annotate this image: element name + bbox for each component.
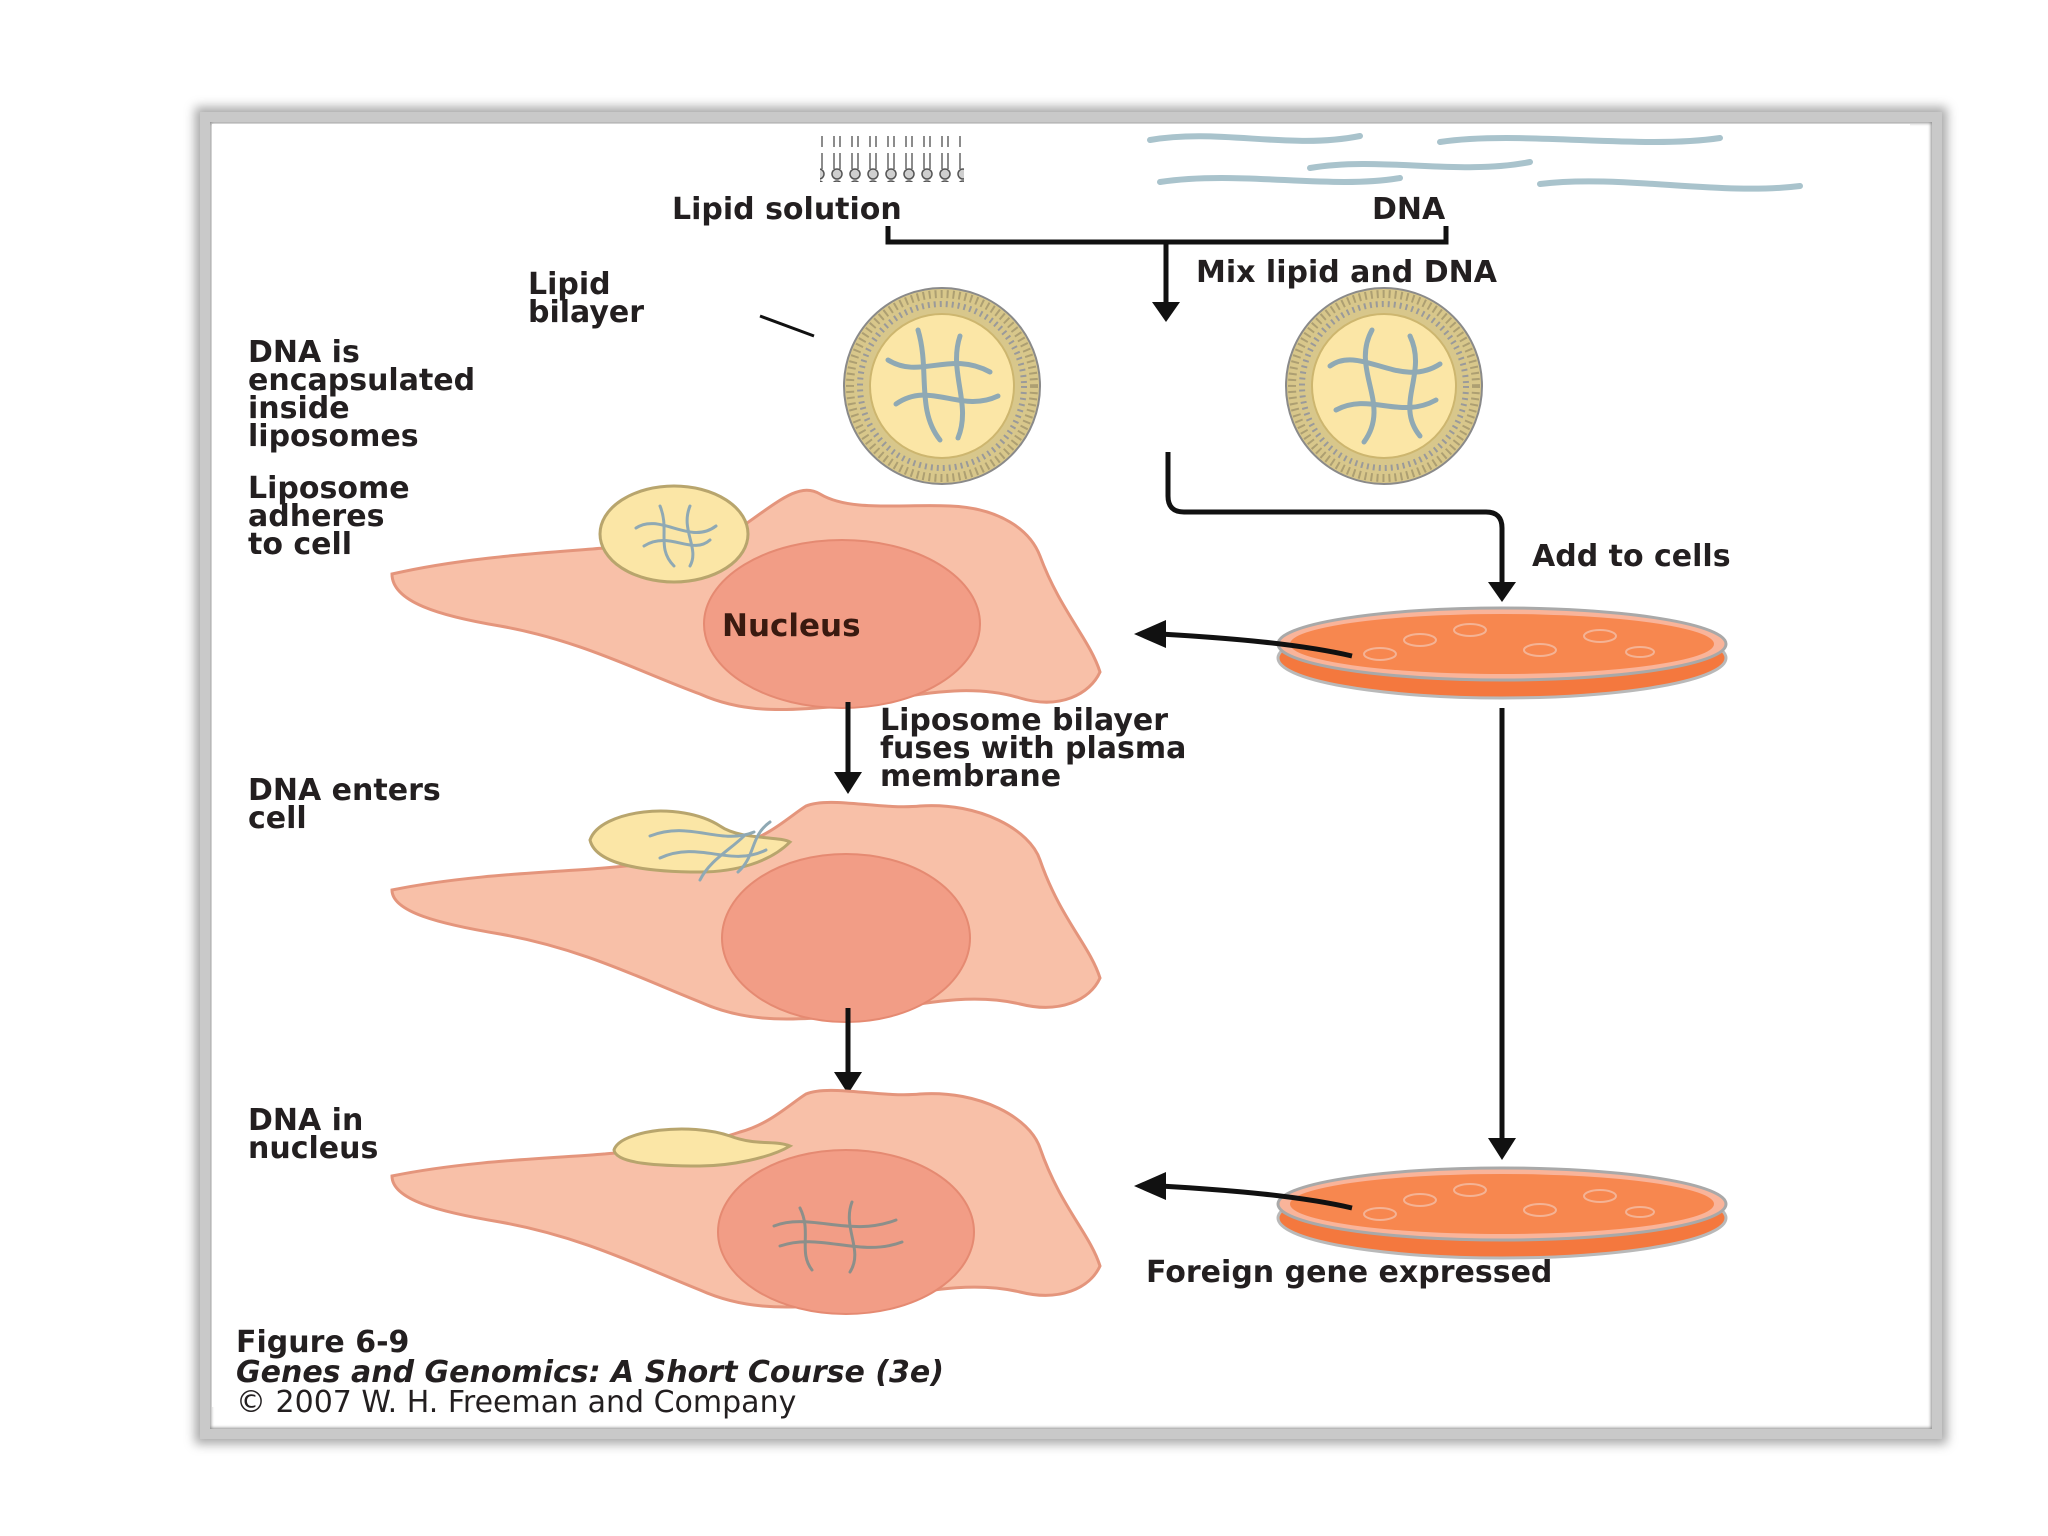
nuclear-dna-icon <box>772 1200 904 1274</box>
cell-1: Nucleus <box>390 484 1102 712</box>
liposome-right-final <box>1285 287 1483 485</box>
copyright-text: © 2007 W. H. Freeman and Company <box>236 1385 796 1420</box>
fused-membrane-patch <box>612 1127 794 1168</box>
dna-in-nucleus-text: DNA in nucleus <box>248 1103 378 1166</box>
cell-2 <box>390 800 1102 1023</box>
dna-enters-text: DNA enters cell <box>248 773 451 836</box>
enter-nucleus-arrow <box>834 1008 862 1094</box>
nucleus-text: Nucleus <box>722 608 861 644</box>
adhered-liposome-icon <box>598 484 750 584</box>
mix-bracket-arrow <box>885 226 1449 322</box>
cell-3 <box>390 1088 1102 1315</box>
foreign-gene-text: Foreign gene expressed <box>1146 1255 1552 1290</box>
fuse-arrow <box>834 702 862 794</box>
lipid-bilayer-text: Lipid bilayer <box>528 267 644 330</box>
fusing-liposome-icon <box>588 809 793 882</box>
dish-to-cell-arrow-2 <box>1134 1172 1353 1211</box>
expression-arrow <box>1488 708 1516 1160</box>
liposome-left-final <box>843 287 1041 485</box>
nucleus-3 <box>717 1149 975 1315</box>
culture-dish-1 <box>1276 606 1728 700</box>
figure-number: Figure 6-9 <box>236 1325 409 1360</box>
lipid-bilayer-leader <box>759 314 815 338</box>
lipid-solution-text: Lipid solution <box>672 192 902 227</box>
dna-encapsulated-text: DNA is encapsulated inside liposomes <box>248 335 486 454</box>
free-dna-icon <box>1147 133 1803 192</box>
nucleus-2 <box>721 853 971 1023</box>
liposome-adheres-text: Liposome adheres to cell <box>248 471 420 562</box>
dish-to-cell-arrow-1 <box>1134 620 1353 659</box>
dna-text: DNA <box>1372 192 1446 227</box>
add-to-cells-text: Add to cells <box>1532 539 1731 574</box>
nucleus-1 <box>703 539 981 709</box>
bilayer-fuses-text: Liposome bilayer fuses with plasma membr… <box>880 703 1197 794</box>
culture-dish-2 <box>1276 1166 1728 1260</box>
add-to-cells-arrow <box>1165 452 1516 602</box>
mix-text: Mix lipid and DNA <box>1196 255 1498 290</box>
lipid-patch-icon <box>820 136 964 182</box>
book-title: Genes and Genomics: A Short Course (3e) <box>236 1355 944 1390</box>
